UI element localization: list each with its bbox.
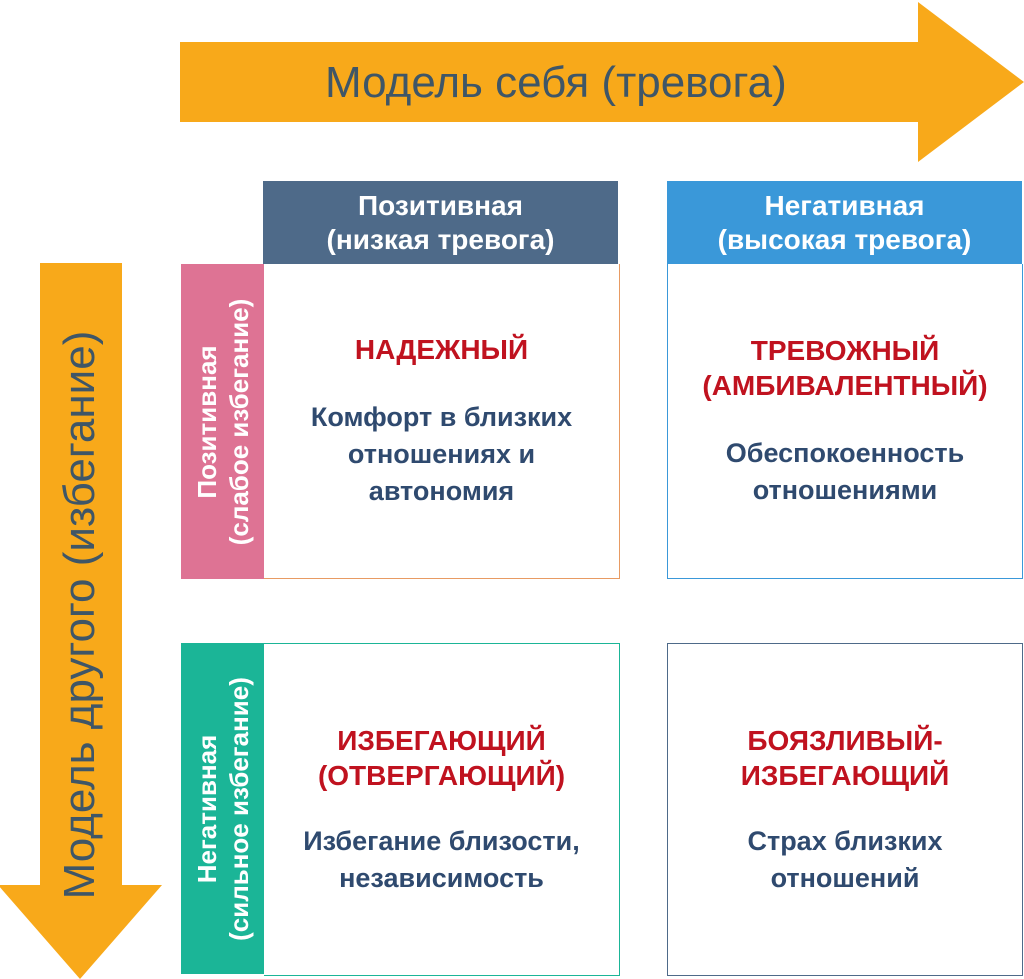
cell-fearful-avoidant: БОЯЗЛИВЫЙ-ИЗБЕГАЮЩИЙ Страх близких отнош… (667, 643, 1023, 976)
cell-avoidant: ИЗБЕГАЮЩИЙ (ОТВЕРГАЮЩИЙ) Избегание близо… (264, 643, 620, 976)
row-header-line1: Негативная (191, 734, 222, 883)
vertical-arrow (0, 263, 162, 979)
horizontal-arrow (180, 2, 1024, 162)
cell-description: Страх близких отношений (747, 825, 943, 893)
cell-description: Избегание близости, независимость (303, 825, 580, 893)
cell-title: НАДЕЖНЫЙ (354, 334, 529, 365)
row-header-line1: Позитивная (191, 344, 222, 499)
column-header-positive: Позитивная (низкая тревога) (263, 181, 618, 264)
vertical-axis-label: Модель другого (избегание) (55, 330, 104, 900)
cell-description: Комфорт в близких отношениях и автономия (310, 402, 573, 506)
row-header-line2: (слабое избегание) (223, 298, 254, 545)
column-header-negative: Негативная (высокая тревога) (667, 181, 1022, 264)
column-header-line2: (высокая тревога) (717, 223, 972, 255)
cell-secure: НАДЕЖНЫЙ Комфорт в близких отношениях и … (264, 264, 620, 579)
cell-title: ТРЕВОЖНЫЙ (АМБИВАЛЕНТНЫЙ) (702, 335, 988, 401)
horizontal-axis-label: Модель себя (тревога) (325, 58, 787, 107)
cell-anxious: ТРЕВОЖНЫЙ (АМБИВАЛЕНТНЫЙ) Обеспокоенност… (667, 264, 1023, 579)
cell-title: БОЯЗЛИВЫЙ-ИЗБЕГАЮЩИЙ (740, 724, 950, 791)
cell-description: Обеспокоенность отношениями (725, 438, 965, 505)
row-header-negative: Негативная (сильное избегание) (181, 643, 264, 974)
cell-title: ИЗБЕГАЮЩИЙ (ОТВЕРГАЮЩИЙ) (317, 724, 566, 791)
row-header-positive: Позитивная (слабое избегание) (181, 264, 264, 579)
column-header-line1: Негативная (764, 189, 925, 221)
column-header-line1: Позитивная (358, 189, 523, 221)
column-header-line2: (низкая тревога) (326, 223, 555, 255)
row-header-line2: (сильное избегание) (223, 676, 254, 941)
